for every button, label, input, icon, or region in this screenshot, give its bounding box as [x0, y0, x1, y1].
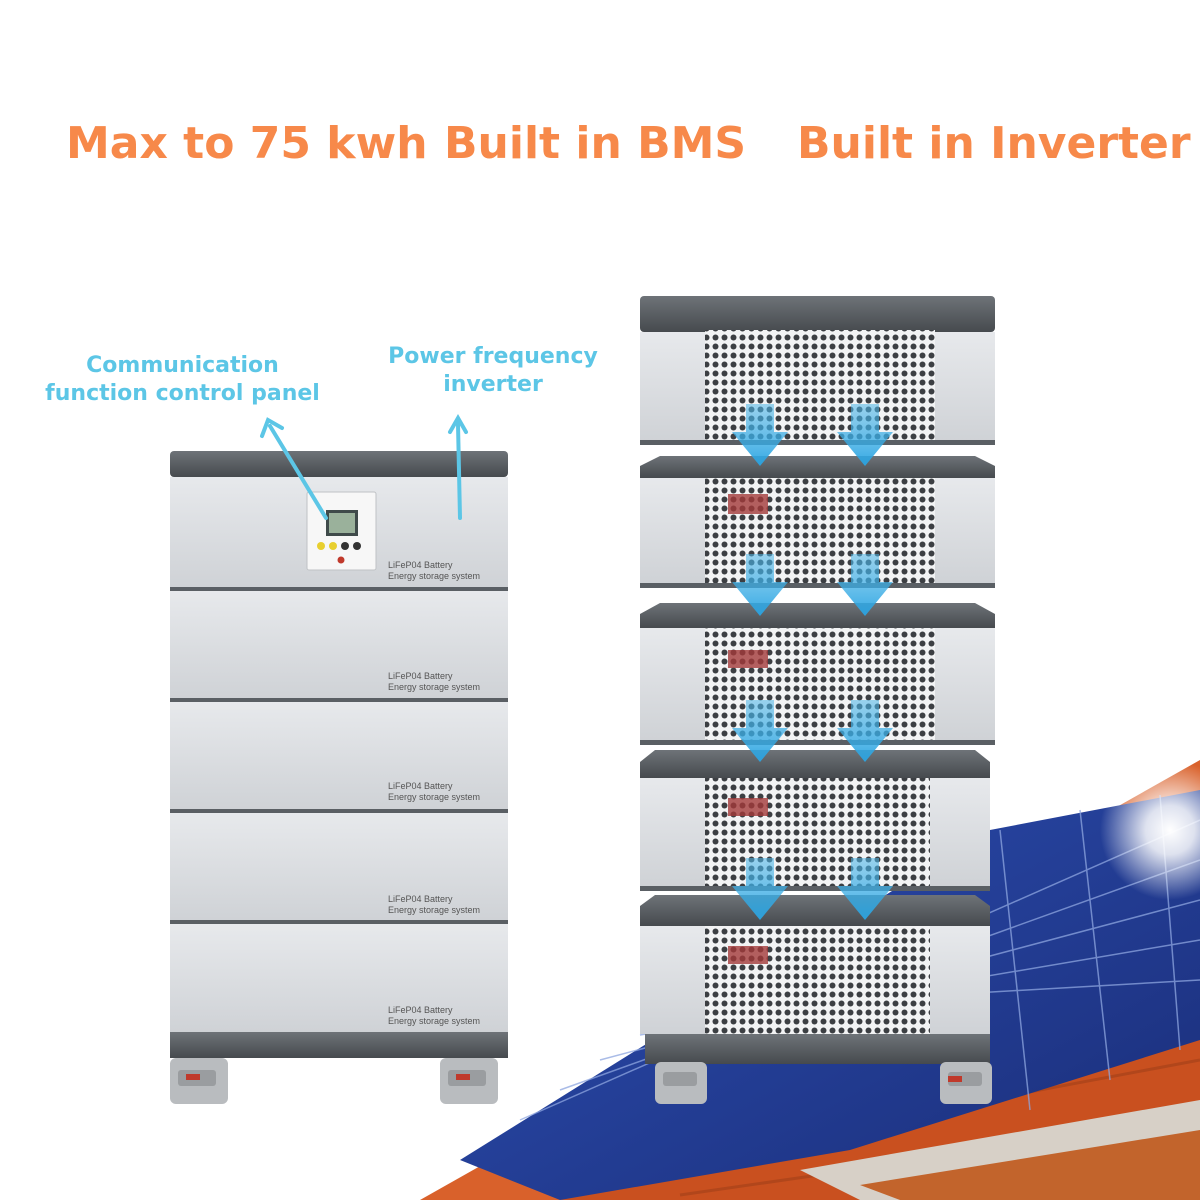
module-label-line1: LiFeP04 Battery [388, 560, 453, 570]
callout-inverter-line1: Power frequency [388, 344, 598, 369]
left-battery-stack [170, 451, 508, 1104]
module-label-line2: Energy storage system [388, 792, 481, 802]
right-battery-stack [640, 296, 995, 1104]
callout-control-panel-line1: Communication [86, 353, 279, 378]
module-label-line1: LiFeP04 Battery [388, 671, 453, 681]
headline-capacity: Max to 75 kwh [66, 118, 428, 169]
callout-inverter-line2: inverter [443, 372, 543, 397]
module-label-line2: Energy storage system [388, 571, 481, 581]
module-label-line1: LiFeP04 Battery [388, 781, 453, 791]
headline-inverter: Built in Inverter [797, 118, 1191, 169]
callout-control-panel: Communication function control panel [30, 352, 335, 408]
module-label: LiFeP04 Battery Energy storage system [388, 781, 480, 803]
module-label-line1: LiFeP04 Battery [388, 1005, 453, 1015]
callout-inverter: Power frequency inverter [378, 343, 608, 399]
module-label: LiFeP04 Battery Energy storage system [388, 671, 480, 693]
module-label: LiFeP04 Battery Energy storage system [388, 894, 480, 916]
callout-pointers [260, 413, 468, 520]
callout-control-panel-line2: function control panel [45, 381, 320, 406]
module-label-line2: Energy storage system [388, 905, 481, 915]
headline-bms: Built in BMS [444, 118, 747, 169]
module-label: LiFeP04 Battery Energy storage system [388, 1005, 480, 1027]
module-label-line2: Energy storage system [388, 1016, 481, 1026]
module-label-line2: Energy storage system [388, 682, 481, 692]
module-label: LiFeP04 Battery Energy storage system [388, 560, 480, 582]
module-label-line1: LiFeP04 Battery [388, 894, 453, 904]
